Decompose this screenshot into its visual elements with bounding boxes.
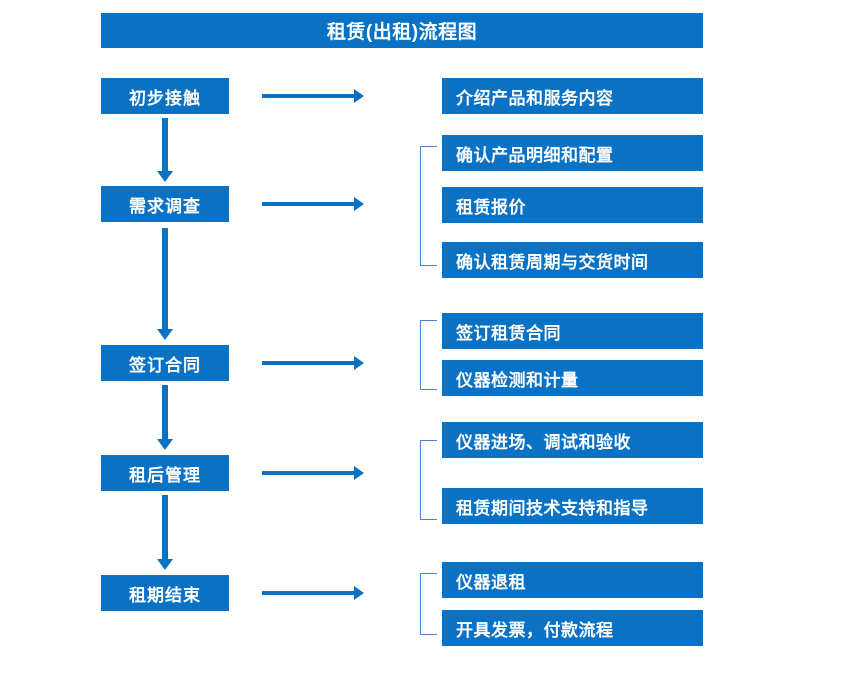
group-bracket-icon-requirements xyxy=(420,146,437,266)
detail-box-1[interactable]: 介绍产品和服务内容 xyxy=(442,78,703,114)
detail-box-5[interactable]: 签订租赁合同 xyxy=(442,313,703,349)
detail-box-2[interactable]: 确认产品明细和配置 xyxy=(442,135,703,171)
group-bracket-icon-termination xyxy=(420,573,437,635)
right-arrow-icon-4 xyxy=(262,466,364,480)
detail-box-6[interactable]: 仪器检测和计量 xyxy=(442,360,703,396)
down-arrow-icon-1 xyxy=(157,118,173,182)
stage-box-4[interactable]: 租后管理 xyxy=(101,455,229,491)
detail-box-8[interactable]: 租赁期间技术支持和指导 xyxy=(442,488,703,524)
detail-box-10[interactable]: 开具发票，付款流程 xyxy=(442,610,703,646)
stage-box-1[interactable]: 初步接触 xyxy=(101,78,229,114)
down-arrow-icon-3 xyxy=(157,385,173,450)
down-arrow-icon-2 xyxy=(157,228,173,340)
group-bracket-icon-management xyxy=(420,440,437,520)
detail-box-7[interactable]: 仪器进场、调试和验收 xyxy=(442,422,703,458)
page-title: 租赁(出租)流程图 xyxy=(101,13,703,48)
right-arrow-icon-5 xyxy=(262,586,364,600)
detail-box-9[interactable]: 仪器退租 xyxy=(442,562,703,598)
stage-box-5[interactable]: 租期结束 xyxy=(101,575,229,611)
down-arrow-icon-4 xyxy=(157,495,173,570)
stage-box-3[interactable]: 签订合同 xyxy=(101,345,229,381)
group-bracket-icon-contract xyxy=(420,320,437,390)
right-arrow-icon-3 xyxy=(262,356,364,370)
detail-box-3[interactable]: 租赁报价 xyxy=(442,187,703,223)
right-arrow-icon-2 xyxy=(262,197,364,211)
right-arrow-icon-1 xyxy=(262,89,364,103)
stage-box-2[interactable]: 需求调查 xyxy=(101,186,229,222)
detail-box-4[interactable]: 确认租赁周期与交货时间 xyxy=(442,242,703,278)
